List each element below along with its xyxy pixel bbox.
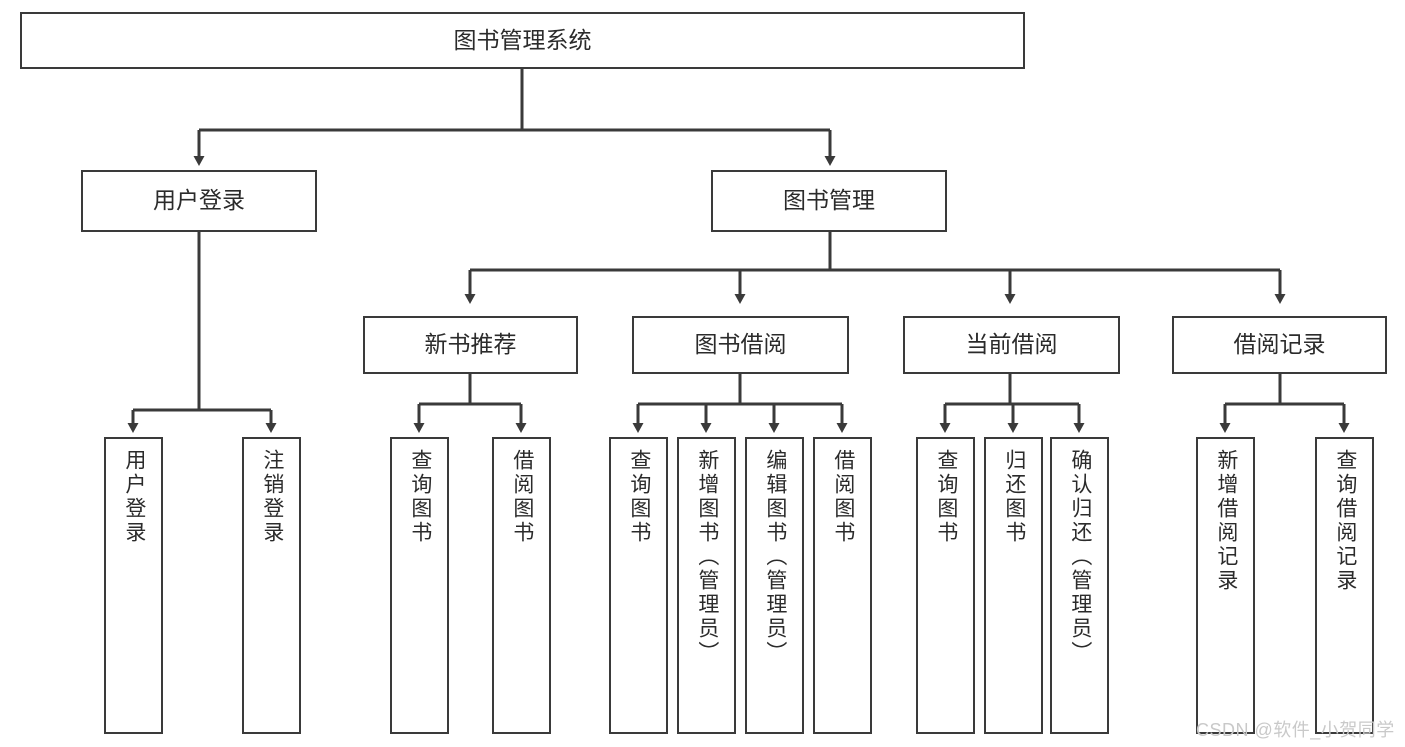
node-label: 当前借阅 [965,331,1058,358]
node-book-manage[interactable]: 图书管理 [711,170,947,232]
leaf-borrow-book[interactable]: 借阅图书 [813,437,872,734]
leaf-query-book-borrow[interactable]: 查询图书 [609,437,668,734]
node-label: 借阅记录 [1233,331,1326,358]
node-label: 新增借阅记录 [1214,449,1238,593]
node-label: 查询图书 [934,449,958,545]
node-label: 查询图书 [408,449,432,545]
leaf-edit-book[interactable]: 编辑图书（管理员） [745,437,804,734]
node-label: 查询图书 [627,449,651,545]
leaf-confirm-return[interactable]: 确认归还（管理员） [1050,437,1109,734]
node-label: 编辑图书（管理员） [763,449,787,665]
node-borrow-record[interactable]: 借阅记录 [1172,316,1387,374]
node-label: 新书推荐 [424,331,517,358]
node-label: 归还图书 [1002,449,1026,545]
node-label: 新增图书（管理员） [695,449,719,665]
leaf-return-book[interactable]: 归还图书 [984,437,1043,734]
leaf-query-borrow-record[interactable]: 查询借阅记录 [1315,437,1374,734]
node-label: 图书管理 [783,187,875,214]
node-new-book-recommend[interactable]: 新书推荐 [363,316,578,374]
node-user-login[interactable]: 用户登录 [81,170,317,232]
leaf-borrow-book-recommend[interactable]: 借阅图书 [492,437,551,734]
leaf-logout-login[interactable]: 注销登录 [242,437,301,734]
node-label: 注销登录 [260,449,284,545]
leaf-query-book-current[interactable]: 查询图书 [916,437,975,734]
node-book-borrow[interactable]: 图书借阅 [632,316,849,374]
leaf-user-login[interactable]: 用户登录 [104,437,163,734]
leaf-add-borrow-record[interactable]: 新增借阅记录 [1196,437,1255,734]
node-label: 用户登录 [153,187,245,214]
node-label: 确认归还（管理员） [1068,449,1092,665]
node-label: 用户登录 [122,449,146,545]
node-label: 图书借阅 [694,331,787,358]
node-label: 图书管理系统 [453,26,592,53]
node-root-book-management-system[interactable]: 图书管理系统 [20,12,1025,69]
node-label: 借阅图书 [510,449,534,545]
node-label: 查询借阅记录 [1333,449,1357,593]
leaf-query-book-recommend[interactable]: 查询图书 [390,437,449,734]
node-label: 借阅图书 [831,449,855,545]
node-current-borrow[interactable]: 当前借阅 [903,316,1120,374]
leaf-add-book[interactable]: 新增图书（管理员） [677,437,736,734]
